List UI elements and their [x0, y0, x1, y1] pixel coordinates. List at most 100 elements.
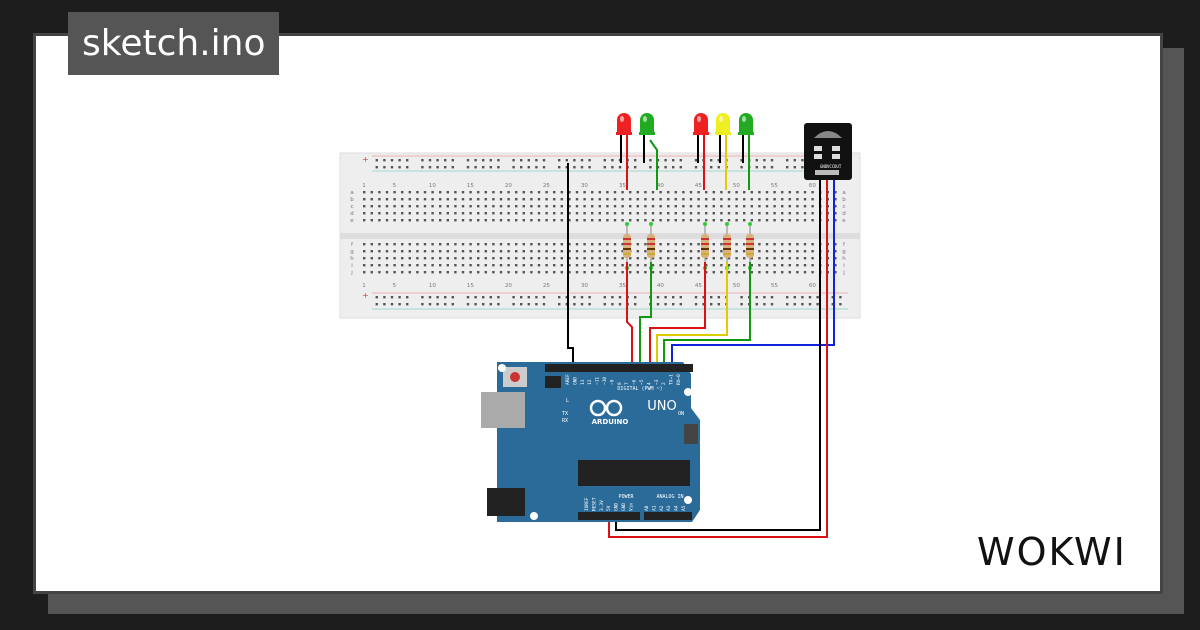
pin-label: ~9 — [609, 379, 615, 385]
pin-label: 13 — [580, 379, 586, 385]
led-green[interactable] — [639, 113, 655, 135]
row-letter: i — [843, 263, 845, 269]
pin-label: 4 — [646, 382, 652, 385]
column-number: 5 — [393, 283, 397, 289]
pin-label: ~3 — [654, 379, 660, 385]
wire-led1-red — [626, 262, 633, 368]
rail-plus-label-bottom: + — [362, 291, 369, 300]
analog-label: ANALOG IN — [656, 494, 683, 500]
column-number: 10 — [429, 283, 436, 289]
row-letter: a — [350, 190, 353, 196]
arduino-infinity-icon — [589, 399, 623, 417]
pin-label: A3 — [666, 505, 672, 511]
pin-label: 7 — [624, 382, 630, 385]
leds[interactable] — [616, 113, 754, 135]
wire-sensor-vcc-red — [608, 170, 828, 538]
led-yellow[interactable] — [715, 113, 731, 135]
pin-label: 12 — [587, 379, 593, 385]
pin-label: A4 — [674, 505, 680, 511]
led-green[interactable] — [738, 113, 754, 135]
column-number: 10 — [429, 183, 436, 189]
column-number: 15 — [467, 283, 474, 289]
row-letter: f — [843, 242, 846, 248]
pin-label: ~11 — [595, 377, 601, 385]
pin-label: A1 — [651, 505, 657, 511]
led-red[interactable] — [616, 113, 632, 135]
pin-label: GND — [572, 377, 578, 385]
column-number: 20 — [505, 183, 512, 189]
usb-port — [481, 392, 525, 428]
row-letter: h — [842, 256, 846, 262]
row-letter: j — [350, 270, 353, 276]
column-number: 1 — [362, 283, 366, 289]
pin-label: GND — [614, 503, 620, 511]
row-letter: e — [842, 218, 846, 224]
pin-label: A0 — [644, 505, 650, 511]
pin-label: RESET — [591, 497, 597, 511]
column-number: 40 — [657, 183, 664, 189]
pin-label: IOREF — [584, 497, 590, 511]
column-number: 35 — [619, 283, 626, 289]
column-number: 45 — [695, 283, 702, 289]
column-number: 25 — [543, 183, 550, 189]
row-letter: i — [351, 263, 353, 269]
column-number: 60 — [809, 183, 816, 189]
row-letter: d — [350, 211, 354, 217]
rx-led-label: RX — [562, 418, 568, 424]
pin-label: A2 — [659, 505, 665, 511]
power-label: POWER — [618, 494, 634, 500]
pin-label: TX→1 — [669, 374, 675, 385]
power-header[interactable] — [578, 512, 640, 520]
analog-header[interactable] — [644, 512, 692, 520]
row-letter: c — [350, 204, 353, 210]
row-letter: f — [351, 242, 354, 248]
on-label: ON — [678, 411, 684, 417]
pin-label: ~6 — [632, 379, 638, 385]
icsp-header — [545, 376, 561, 388]
sketch-title: sketch.ino — [68, 12, 280, 75]
row-letter: b — [842, 197, 846, 203]
pin-label: ~10 — [602, 377, 608, 385]
pin-label: 5V — [606, 505, 612, 511]
pin-label: 3.3V — [599, 500, 605, 511]
column-number: 1 — [362, 183, 366, 189]
row-letter: j — [842, 270, 845, 276]
row-letter: g — [350, 249, 354, 255]
row-letter: b — [350, 197, 354, 203]
wire-led2-green — [639, 262, 652, 368]
atmega-chip — [578, 460, 690, 486]
pin-label: AREF — [565, 374, 571, 385]
power-jack — [487, 488, 525, 516]
wire-sensor-blue — [671, 170, 835, 368]
column-number: 25 — [543, 283, 550, 289]
wire-gnd-black — [567, 163, 574, 368]
rail-plus-label: + — [362, 155, 369, 164]
column-number: 35 — [619, 183, 626, 189]
wire-led5-green — [663, 262, 751, 368]
breadboard-holes — [363, 159, 842, 306]
pin-label: Vin — [628, 503, 634, 511]
row-letter: h — [350, 256, 354, 262]
column-number: 30 — [581, 183, 588, 189]
arduino-uno-board[interactable]: UNO ARDUINO DIGITAL (PWM ~) POWER ANALOG… — [481, 362, 700, 522]
ir-sensor-module[interactable]: GND VCC OUT — [804, 123, 852, 180]
pin-label: 2 — [661, 382, 667, 385]
column-number: 40 — [657, 283, 664, 289]
row-letter: d — [842, 211, 846, 217]
digital-header[interactable] — [545, 364, 693, 372]
sensor-pin-vcc: VCC — [827, 164, 835, 169]
sensor-pin-gnd: GND — [820, 164, 828, 169]
led-red[interactable] — [693, 113, 709, 135]
column-number: 30 — [581, 283, 588, 289]
row-letter: a — [842, 190, 845, 196]
wire-led4-yellow — [656, 262, 728, 368]
column-number: 20 — [505, 283, 512, 289]
pin-label: 8 — [617, 382, 623, 385]
